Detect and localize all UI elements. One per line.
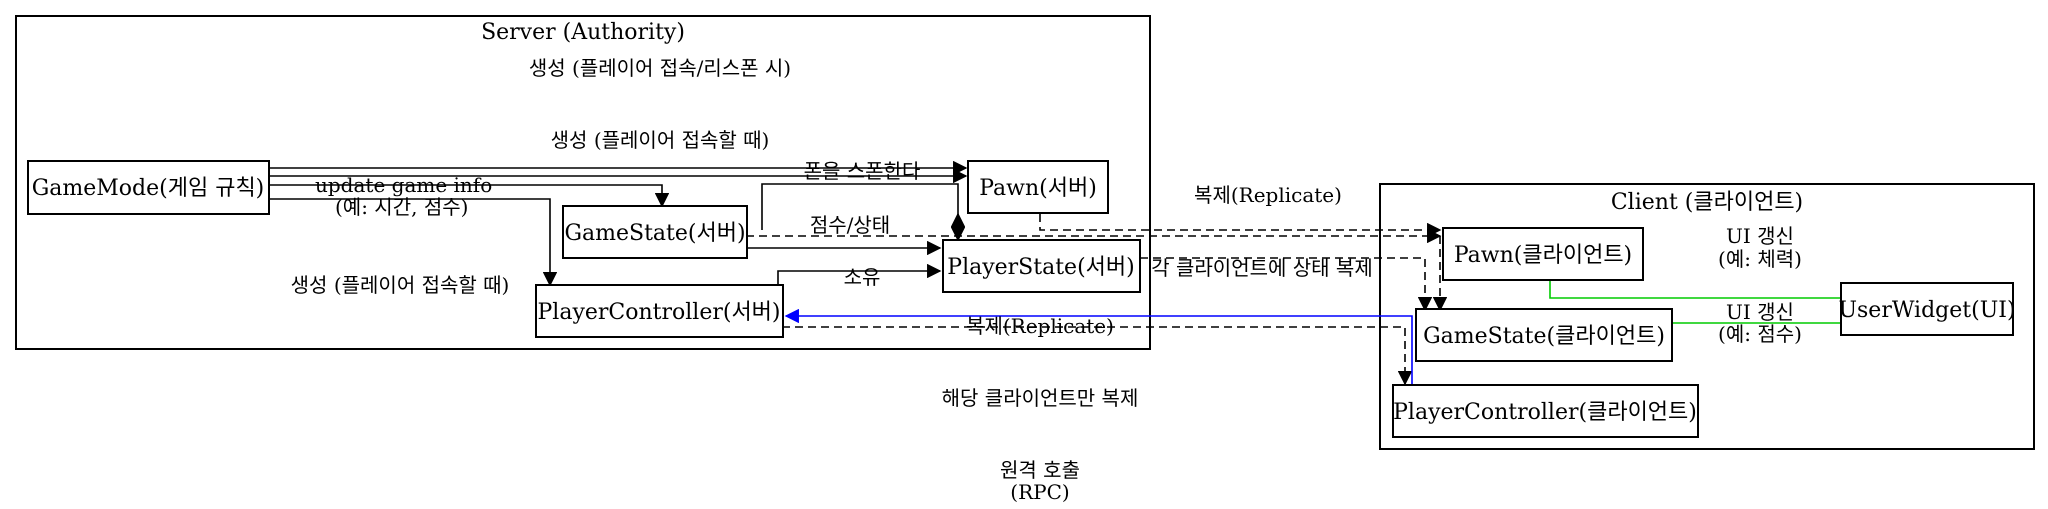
node-pawn-client: Pawn(클라이언트): [1442, 227, 1644, 281]
label-ui-pawn-2: (예: 체력): [1718, 247, 1802, 271]
label-replicate-pc: 복제(Replicate): [966, 314, 1114, 338]
server-cluster-label: Server (Authority): [481, 20, 685, 45]
edge-gamemode-gamestate: [268, 184, 670, 208]
label-server-left: 생성 (플레이어 접속할 때): [291, 273, 510, 297]
gamestate-server-label: GameState(서버): [564, 221, 745, 246]
node-playerstate-server: PlayerState(서버): [942, 239, 1141, 293]
label-ui-gamestate-2: (예: 점수): [1718, 322, 1802, 346]
node-gamemode: GameMode(게임 규칙): [27, 160, 270, 215]
node-gamestate-client: GameState(클라이언트): [1415, 308, 1673, 362]
label-rpc-1: 원격 호출: [1000, 458, 1080, 482]
label-replicate-top: 복제(Replicate): [1194, 183, 1342, 207]
label-gamemode-gamestate-1: update game info: [315, 173, 492, 197]
node-playercontroller-server: PlayerController(서버): [535, 284, 784, 338]
label-gamemode-pawn: 폰을 스폰한다: [804, 159, 921, 183]
server-cluster: Server (Authority): [15, 15, 1151, 350]
label-rpc-2: (RPC): [1010, 480, 1069, 504]
edge-gamemode-playercontroller: [268, 198, 558, 287]
gamestate-server-box: [562, 205, 748, 259]
edges-dashed: [746, 214, 1448, 386]
pawn-client-label: Pawn(클라이언트): [1454, 243, 1632, 268]
edge-rpc: [784, 308, 1413, 384]
gamemode-label: GameMode(게임 규칙): [32, 176, 265, 201]
edges-ui: [1549, 280, 1842, 324]
gamestate-client-box: [1415, 308, 1673, 362]
node-pawn-server: Pawn(서버): [967, 160, 1109, 214]
userwidget-box: [1840, 282, 2014, 336]
node-gamestate-server: GameState(서버): [562, 205, 748, 259]
edge-ui-pawn: [1549, 280, 1842, 299]
playercontroller-server-label: PlayerController(서버): [537, 300, 780, 325]
playerstate-server-label: PlayerState(서버): [947, 255, 1134, 280]
playercontroller-client-label: PlayerController(클라이언트): [1393, 400, 1697, 425]
gamestate-client-label: GameState(클라이언트): [1423, 324, 1665, 349]
label-playerstate-client: 각 클라이언트에 상태 복제: [1151, 256, 1372, 280]
edges-solid: [268, 160, 968, 290]
label-ui-gamestate-1: UI 갱신: [1726, 300, 1794, 324]
pawn-server-label: Pawn(서버): [979, 176, 1097, 201]
playerstate-server-box: [942, 239, 1141, 293]
label-server-mid: 생성 (플레이어 접속할 때): [551, 128, 770, 152]
label-client-server: 해당 클라이언트만 복제: [942, 386, 1139, 410]
label-gamestate-playerstate: 점수/상태: [810, 213, 890, 237]
playercontroller-server-box: [535, 284, 784, 338]
pawn-client-box: [1442, 227, 1644, 281]
node-playercontroller-client: PlayerController(클라이언트): [1392, 384, 1699, 438]
userwidget-label: UserWidget(UI): [1838, 298, 2015, 323]
client-cluster-label: Client (클라이언트): [1611, 190, 1803, 215]
label-gamemode-gamestate-2: (예: 시간, 점수): [335, 195, 468, 219]
pawn-server-box: [967, 160, 1109, 214]
label-ui-pawn-1: UI 갱신: [1726, 224, 1794, 248]
edge-gamestate-pawn: [761, 183, 966, 242]
gamemode-box: [27, 160, 270, 215]
edge-pawn-replicate: [1039, 214, 1442, 238]
edge-labels: 생성 (플레이어 접속/리스폰 시) 생성 (플레이어 접속할 때) 폰을 스폰…: [291, 56, 1802, 504]
edge-playercontroller-playerstate: [777, 263, 942, 290]
edge-playerstate-replicate: [1140, 257, 1433, 312]
label-server-top: 생성 (플레이어 접속/리스폰 시): [529, 56, 791, 80]
server-cluster-box: [15, 15, 1151, 350]
node-userwidget: UserWidget(UI): [1838, 282, 2016, 336]
label-playercontroller-playerstate: 소유: [844, 265, 881, 289]
playercontroller-client-box: [1392, 384, 1699, 438]
